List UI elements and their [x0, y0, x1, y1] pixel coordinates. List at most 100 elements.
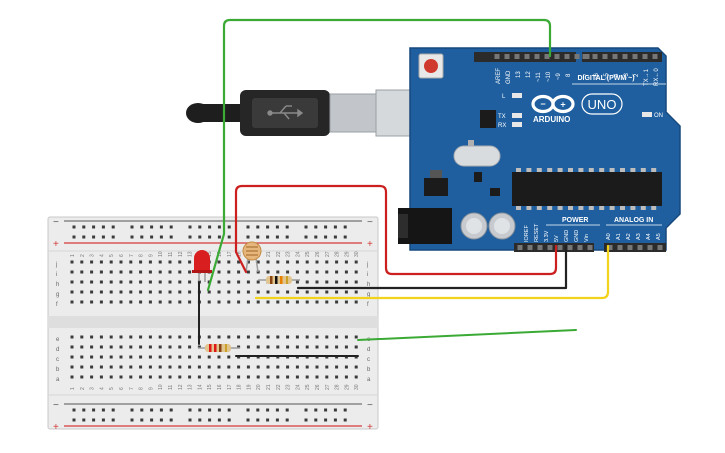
breadboard-hole: [80, 280, 84, 284]
breadboard-hole: [80, 335, 84, 339]
breadboard-hole: [315, 345, 319, 349]
breadboard-hole: [90, 270, 94, 274]
row-label-c-right: c: [367, 357, 370, 363]
breadboard-hole: [139, 270, 143, 274]
breadboard-hole: [197, 345, 201, 349]
resistor-lower[interactable]: [198, 344, 240, 352]
wire-green-lower[interactable]: [357, 329, 577, 341]
breadboard-hole: [217, 355, 221, 359]
rail-hole: [266, 235, 270, 239]
breadboard-hole: [325, 335, 329, 339]
breadboard-hole: [286, 290, 290, 294]
rail-hole: [169, 235, 173, 239]
breadboard-hole: [119, 345, 123, 349]
wire-red-5v[interactable]: [234, 184, 558, 276]
breadboard-hole: [188, 290, 192, 294]
breadboard-hole: [178, 260, 182, 264]
led-l: [512, 93, 522, 98]
breadboard-hole: [99, 345, 103, 349]
column-number: 16: [217, 251, 223, 257]
breadboard-hole: [256, 300, 260, 304]
header-pin: [657, 245, 663, 250]
top-minus-left: −: [53, 217, 59, 228]
column-number: 24: [295, 384, 301, 390]
breadboard-hole: [178, 270, 182, 274]
column-number: 20: [256, 384, 262, 390]
usb-cable: [186, 89, 413, 137]
breadboard-hole: [129, 375, 133, 379]
breadboard-hole: [139, 290, 143, 294]
row-label-j-right: j: [366, 262, 368, 268]
breadboard-hole: [119, 365, 123, 369]
breadboard-hole: [178, 290, 182, 294]
breadboard-hole: [178, 375, 182, 379]
breadboard-hole: [354, 365, 358, 369]
header-pin: [592, 54, 598, 59]
rail-hole: [256, 408, 260, 412]
row-label-h-left: h: [56, 282, 59, 288]
photoresistor[interactable]: [242, 241, 262, 273]
breadboard-hole: [227, 335, 231, 339]
breadboard-hole: [178, 345, 182, 349]
breadboard-hole: [344, 375, 348, 379]
breadboard-hole: [344, 260, 348, 264]
breadboard-hole: [80, 260, 84, 264]
rail-hole: [159, 408, 163, 412]
pin-9-label: ~9: [556, 72, 562, 80]
rail-hole: [150, 418, 154, 422]
breadboard-hole: [129, 270, 133, 274]
column-number: 6: [119, 254, 125, 257]
breadboard-hole: [168, 300, 172, 304]
rail-hole: [275, 418, 279, 422]
resistor-upper[interactable]: [258, 276, 300, 284]
breadboard-hole: [246, 280, 250, 284]
breadboard-hole: [305, 260, 309, 264]
rail-hole: [256, 235, 260, 239]
pin-5v-label: 5V: [554, 235, 560, 242]
header-pin: [607, 245, 613, 250]
column-number: 13: [188, 384, 194, 390]
breadboard-hole: [109, 260, 113, 264]
reset-button[interactable]: [424, 59, 438, 73]
pin-a4-label: A4: [646, 233, 652, 240]
wire-black-gnd[interactable]: [296, 244, 568, 290]
header-pin: [537, 245, 543, 250]
wire-yellow-a0[interactable]: [254, 244, 610, 300]
chip-pin: [557, 168, 563, 172]
column-number: 5: [109, 387, 115, 390]
small-chip-1: [474, 172, 482, 182]
breadboard-hole: [325, 375, 329, 379]
pin-12-label: 12: [526, 71, 532, 78]
breadboard-hole: [256, 270, 260, 274]
header-pin: [627, 245, 633, 250]
rail-hole: [72, 418, 76, 422]
breadboard-hole: [90, 300, 94, 304]
breadboard-hole: [197, 365, 201, 369]
rail-hole: [159, 235, 163, 239]
wire-green-digital[interactable]: [206, 18, 552, 292]
breadboard-hole: [99, 260, 103, 264]
breadboard-hole: [246, 270, 250, 274]
breadboard-hole: [129, 335, 133, 339]
row-label-f-left: f: [56, 302, 58, 308]
power-header: [514, 243, 594, 252]
arduino-infinity-logo: [531, 94, 575, 114]
header-pin: [567, 245, 573, 250]
pin-gnd-label: GND: [506, 70, 512, 84]
chip-pin: [536, 168, 542, 172]
resistor-lower-band-2: [214, 344, 217, 352]
column-number: 5: [109, 254, 115, 257]
breadboard-hole: [305, 365, 309, 369]
breadboard-hole: [129, 345, 133, 349]
rail-hole: [169, 408, 173, 412]
breadboard-hole: [256, 345, 260, 349]
row-label-i-right: i: [367, 272, 368, 278]
breadboard-hole: [139, 375, 143, 379]
breadboard-hole: [119, 260, 123, 264]
breadboard-hole: [178, 300, 182, 304]
red-led[interactable]: [192, 250, 212, 282]
rail-hole: [246, 408, 250, 412]
breadboard-hole: [315, 365, 319, 369]
column-number: 9: [148, 387, 154, 390]
breadboard-hole: [148, 375, 152, 379]
